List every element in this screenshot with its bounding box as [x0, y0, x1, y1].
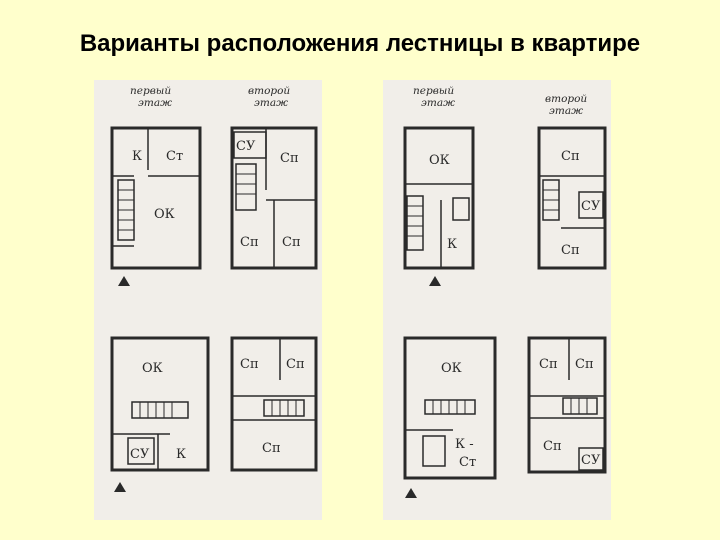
entrance-arrow-icon — [118, 276, 130, 286]
room-sp-1: Сп — [280, 151, 299, 166]
floor-plans-right-panel: первый этаж второй этаж ОК К Сп СУ Сп — [383, 80, 611, 520]
room-k: К — [132, 149, 142, 164]
header-first-floor-l2: этаж — [138, 97, 172, 109]
header-first-floor-l1: первый — [413, 85, 454, 97]
room-k: К — [447, 237, 457, 252]
room-sp-1: Сп — [240, 357, 259, 372]
floor-plans-left-svg: первый этаж второй этаж К Ст ОК СУ Сп Сп… — [110, 85, 318, 492]
header-second-floor-l2: этаж — [254, 97, 288, 109]
room-sp-2: Сп — [575, 357, 594, 372]
room-sp-1: Сп — [561, 149, 580, 164]
room-k-st-l1: К - — [455, 437, 474, 452]
header-second-floor-l1: второй — [545, 93, 587, 105]
room-ok: ОК — [142, 361, 163, 376]
room-sp-2: Сп — [561, 243, 580, 258]
floor-plans-left-panel: первый этаж второй этаж К Ст ОК СУ Сп Сп… — [94, 80, 322, 520]
room-sp-3: Сп — [262, 441, 281, 456]
header-second-floor-l1: второй — [248, 85, 290, 97]
room-su: СУ — [236, 139, 256, 154]
plan-b-first-floor: ОК СУ К — [110, 336, 210, 492]
entrance-arrow-icon — [429, 276, 441, 286]
plan-c-first-floor: ОК К — [403, 126, 475, 286]
room-su: СУ — [581, 199, 601, 214]
room-ok: ОК — [429, 153, 450, 168]
room-sp-2: Сп — [286, 357, 305, 372]
plan-d-second-floor: Сп Сп Сп СУ — [527, 336, 607, 474]
plan-a-first-floor: К Ст ОК — [110, 126, 202, 286]
header-second-floor-l2: этаж — [549, 105, 583, 117]
header-first-floor-l1: первый — [130, 85, 171, 97]
floor-plans-right-svg: первый этаж второй этаж ОК К Сп СУ Сп — [403, 85, 607, 498]
plan-a-second-floor: СУ Сп Сп Сп — [230, 126, 318, 270]
room-su: СУ — [581, 453, 601, 468]
room-k-st-l2: Ст — [459, 455, 476, 470]
room-ok: ОК — [441, 361, 462, 376]
entrance-arrow-icon — [405, 488, 417, 498]
room-sp-3: Сп — [543, 439, 562, 454]
room-k: К — [176, 447, 186, 462]
plan-d-first-floor: ОК К - Ст — [403, 336, 497, 498]
room-st: Ст — [166, 149, 183, 164]
room-ok: ОК — [154, 207, 175, 222]
room-sp-2: Сп — [240, 235, 259, 250]
room-sp-3: Сп — [282, 235, 301, 250]
slide-title: Варианты расположения лестницы в квартир… — [79, 30, 641, 57]
entrance-arrow-icon — [114, 482, 126, 492]
header-first-floor-l2: этаж — [421, 97, 455, 109]
room-sp-1: Сп — [539, 357, 558, 372]
plan-c-second-floor: Сп СУ Сп — [537, 126, 607, 270]
room-su: СУ — [130, 447, 150, 462]
plan-b-second-floor: Сп Сп Сп — [230, 336, 318, 472]
